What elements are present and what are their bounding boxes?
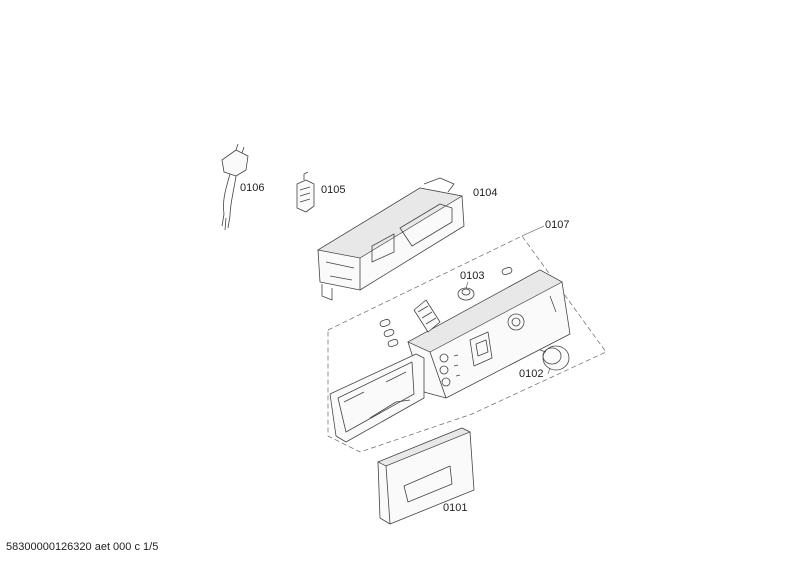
part-buttons[interactable] [379,266,513,348]
label-0101: 0101 [443,502,467,514]
part-0101-drawer-front[interactable] [377,427,475,525]
part-light-strip[interactable] [413,299,441,333]
label-0105: 0105 [321,184,345,196]
label-0103: 0103 [460,270,484,282]
part-0103-knob-insert[interactable] [457,281,475,301]
label-0106: 0106 [240,182,264,194]
part-0106-power-cord[interactable] [221,143,249,231]
label-0107: 0107 [545,219,569,231]
part-0102-selector-knob[interactable] [539,345,570,375]
part-drawer-frame[interactable] [329,353,425,443]
label-0104: 0104 [473,187,497,199]
part-0107-control-panel[interactable] [407,269,571,399]
label-0102: 0102 [519,368,543,380]
part-0104-electronic-module[interactable] [317,177,465,301]
part-0107-panel-assembly-outline[interactable] [327,225,607,453]
part-0105-connector[interactable] [296,171,315,213]
document-footer: 58300000126320 aet 000 c 1/5 [6,541,159,553]
